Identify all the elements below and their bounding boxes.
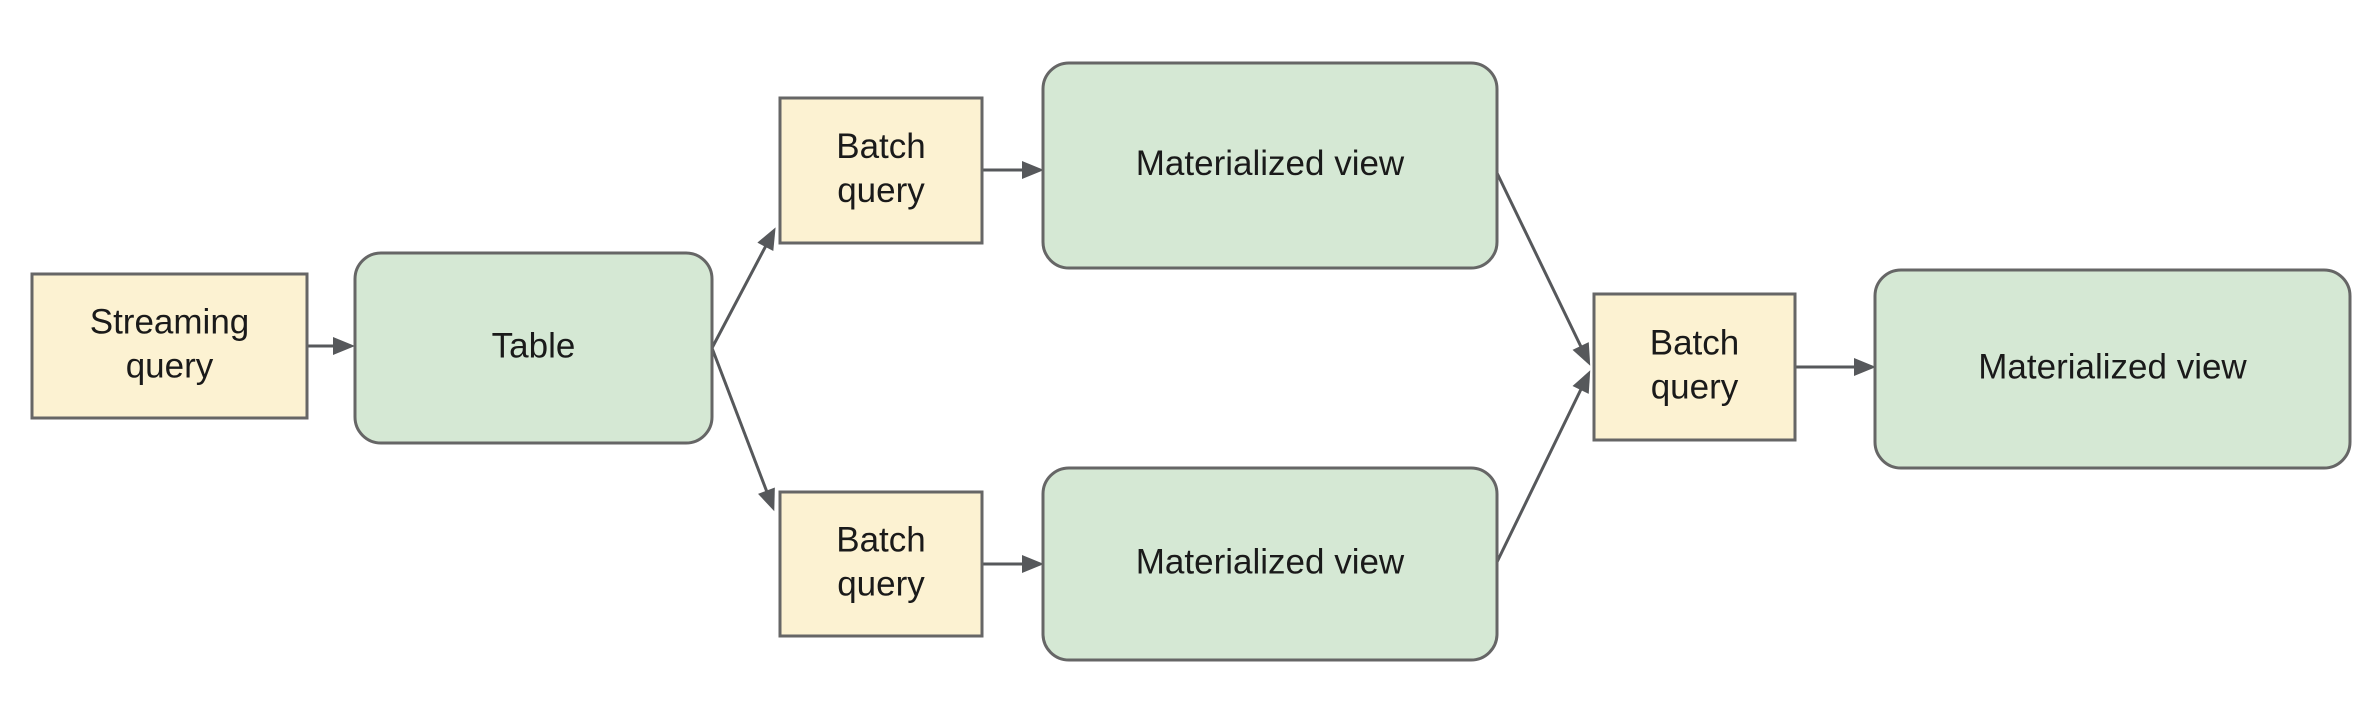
nodes-layer: StreamingqueryTableBatchqueryMaterialize… — [30, 61, 2352, 662]
node-batch-query-bottom-shape[interactable] — [778, 490, 984, 638]
node-materialized-view-top-shape[interactable] — [1041, 61, 1499, 270]
node-materialized-view-bottom[interactable]: Materialized view — [1041, 466, 1499, 662]
node-batch-query-top-label: query — [837, 171, 925, 210]
node-streaming-query[interactable]: Streaming query — [30, 272, 309, 420]
node-streaming-query-label: Streaming — [90, 302, 250, 341]
edge-streaming-to-table-arrowhead-icon — [333, 337, 355, 355]
edge-table-to-batch-bottom-line — [710, 347, 770, 495]
node-table-shape[interactable] — [353, 251, 714, 445]
edge-batch-bottom-to-mv-bottom — [982, 555, 1044, 573]
node-materialized-view-bottom-shape[interactable] — [1041, 466, 1499, 662]
node-materialized-view-final-label: Materialized view — [1978, 347, 2247, 386]
node-streaming-query-shape[interactable] — [30, 272, 309, 420]
edge-batch-bottom-to-mv-bottom-arrowhead-icon — [1022, 555, 1044, 573]
node-batch-query-top[interactable]: Batch query — [778, 96, 984, 245]
edge-table-to-batch-top — [710, 227, 776, 349]
edge-mv-bottom-to-batch-join-line — [1495, 385, 1584, 563]
edge-table-to-batch-top-arrowhead-icon — [757, 227, 776, 252]
node-batch-query-top-label: Batch — [836, 127, 926, 166]
edge-batch-top-to-mv-top — [982, 161, 1044, 179]
edge-table-to-batch-top-line — [710, 242, 769, 349]
edge-mv-bottom-to-batch-join — [1495, 370, 1591, 563]
edge-mv-bottom-to-batch-join-arrowhead-icon — [1572, 370, 1591, 394]
node-materialized-view-final[interactable]: Materialized view — [1873, 268, 2352, 470]
edge-batch-top-to-mv-top-arrowhead-icon — [1022, 161, 1044, 179]
node-batch-query-bottom-label: Batch — [836, 520, 926, 559]
node-batch-query-join-label: query — [1651, 367, 1739, 406]
node-table-label: Table — [492, 326, 576, 365]
edge-mv-top-to-batch-join-line — [1495, 172, 1584, 351]
node-materialized-view-final-shape[interactable] — [1873, 268, 2352, 470]
edge-batch-join-to-mv-final-arrowhead-icon — [1854, 358, 1876, 376]
node-materialized-view-top-label: Materialized view — [1136, 144, 1405, 183]
edges-layer — [307, 161, 1876, 573]
node-batch-query-join-shape[interactable] — [1592, 292, 1797, 442]
node-batch-query-top-shape[interactable] — [778, 96, 984, 245]
edge-table-to-batch-bottom-arrowhead-icon — [758, 487, 775, 512]
node-streaming-query-label: query — [126, 346, 214, 385]
node-batch-query-join[interactable]: Batch query — [1592, 292, 1797, 442]
node-batch-query-bottom[interactable]: Batch query — [778, 490, 984, 638]
edge-table-to-batch-bottom — [710, 347, 775, 512]
node-materialized-view-top[interactable]: Materialized view — [1041, 61, 1499, 270]
edge-mv-top-to-batch-join — [1495, 172, 1591, 366]
node-batch-query-join-label: Batch — [1650, 323, 1740, 362]
edge-mv-top-to-batch-join-arrowhead-icon — [1572, 342, 1591, 366]
node-batch-query-bottom-label: query — [837, 564, 925, 603]
edge-batch-join-to-mv-final — [1795, 358, 1876, 376]
node-materialized-view-bottom-label: Materialized view — [1136, 542, 1405, 581]
edge-streaming-to-table — [307, 337, 355, 355]
node-table[interactable]: Table — [353, 251, 714, 445]
